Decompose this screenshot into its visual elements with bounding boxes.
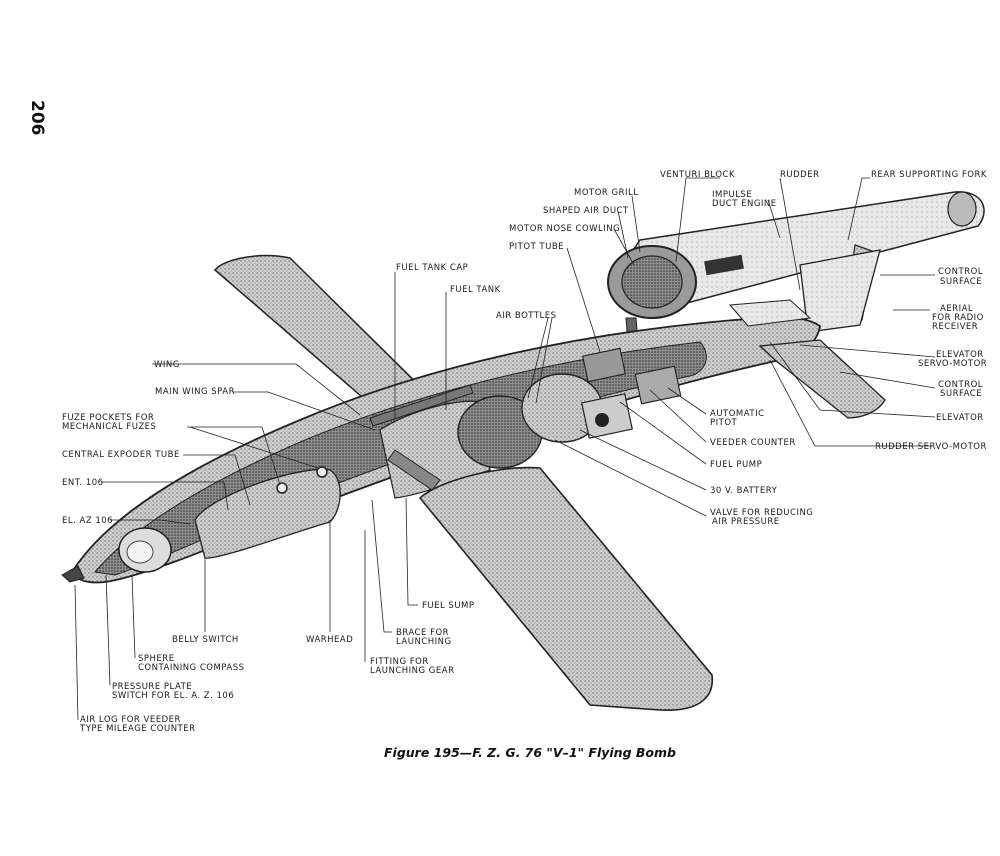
compass-sphere-inner [126,540,154,564]
label-valve-1: VALVE FOR REDUCING [710,508,813,518]
label-ent-106: ENT. 106 [62,478,104,488]
warhead-body [194,468,341,559]
label-sphere-1: SPHERE [138,654,175,664]
lower-wing [418,466,714,711]
label-motor-nose-cowling: MOTOR NOSE COWLING [509,224,620,234]
label-rudder-servo-motor: RUDDER SERVO-MOTOR [875,442,987,452]
pitot-box [634,365,682,405]
label-valve-2: AIR PRESSURE [712,517,780,527]
label-wing: WING [154,360,180,370]
label-fuel-tank: FUEL TANK [450,285,501,295]
label-central-exploder-tube: CENTRAL EXPODER TUBE [62,450,180,460]
label-control-surface-top-2: SURFACE [940,277,982,287]
fuze-pocket-2 [316,466,328,478]
label-air-log-1: AIR LOG FOR VEEDER [80,715,181,725]
leader-lines [74,177,936,721]
engine-exhaust [947,191,977,227]
label-elevator: ELEVATOR [936,413,984,423]
battery-port [595,413,609,427]
label-el-az-106: EL. AZ 106 [62,516,113,526]
label-fuel-tank-cap: FUEL TANK CAP [396,263,468,273]
label-control-surface-mid-2: SURFACE [940,389,982,399]
label-elevator-servo-2: SERVO-MOTOR [918,359,987,369]
label-control-surface-top-1: CONTROL [938,267,983,277]
tail-fin [799,249,881,333]
label-shaped-air-duct: SHAPED AIR DUCT [543,206,629,216]
label-fuze-pockets-1: FUZE POCKETS FOR [62,413,154,423]
label-air-log-2: TYPE MILEAGE COUNTER [79,724,196,734]
label-brace-2: LAUNCHING [396,637,452,647]
elevator-far [728,299,812,327]
label-pitot-tube: PITOT TUBE [509,242,564,252]
label-impulse-duct-2: DUCT ENGINE [712,199,777,209]
label-brace-1: BRACE FOR [396,628,449,638]
label-venturi-block: VENTURI BLOCK [660,170,735,180]
label-aerial-2: FOR RADIO [932,313,984,323]
label-battery: 30 V. BATTERY [710,486,778,496]
fuze-pocket-1 [276,482,288,494]
label-veeder-counter: VEEDER COUNTER [710,438,796,448]
motor-grill [621,255,683,309]
label-elevator-servo-1: ELEVATOR [936,350,984,360]
label-automatic-pitot-1: AUTOMATIC [710,409,765,419]
label-fuel-sump: FUEL SUMP [422,601,475,611]
elevator-near [758,339,886,419]
label-fitting-2: LAUNCHING GEAR [370,666,454,676]
label-main-wing-spar: MAIN WING SPAR [155,387,235,397]
label-automatic-pitot-2: PITOT [710,418,738,428]
wing-spar [369,384,474,427]
label-fuze-pockets-2: MECHANICAL FUZES [62,422,156,432]
label-belly-switch: BELLY SWITCH [172,635,239,645]
label-motor-grill: MOTOR GRILL [574,188,639,198]
label-pressure-plate-1: PRESSURE PLATE [112,682,192,692]
label-warhead: WARHEAD [306,635,353,645]
engine-dark-band [704,254,744,276]
figure-caption: Figure 195—F. Z. G. 76 "V–1" Flying Bomb [384,745,676,760]
label-fuel-pump: FUEL PUMP [710,460,762,470]
label-aerial-1: AERIAL [940,304,973,314]
label-sphere-2: CONTAINING COMPASS [138,663,245,673]
label-control-surface-mid-1: CONTROL [938,380,983,390]
instrument-box [582,347,626,383]
nose-tip [61,565,85,583]
label-fitting-1: FITTING FOR [370,657,429,667]
label-impulse-duct-1: IMPULSE [712,190,752,200]
label-rudder: RUDDER [780,170,820,180]
label-pressure-plate-2: SWITCH FOR EL. A. Z. 106 [112,691,234,701]
label-rear-supporting-fork: REAR SUPPORTING FORK [871,170,987,180]
label-air-bottles: AIR BOTTLES [496,311,557,321]
label-aerial-3: RECEIVER [932,322,978,332]
